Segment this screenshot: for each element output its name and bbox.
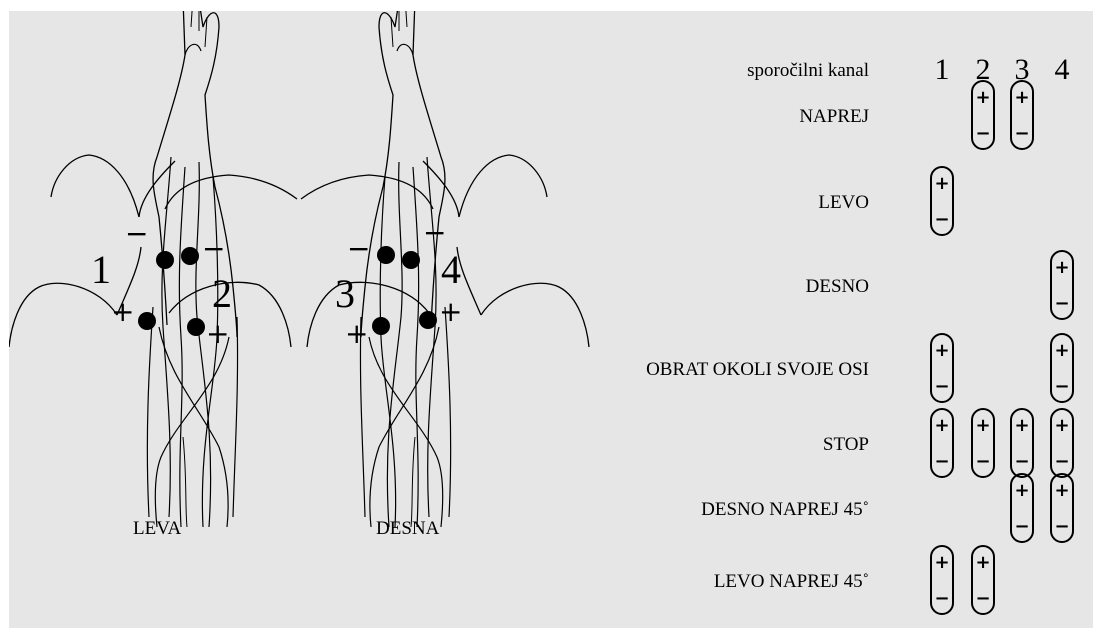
electrode-pill-ch1: +− [931, 334, 953, 402]
electrode-1-minus [156, 251, 174, 269]
pill-plus-sign: + [1054, 257, 1069, 278]
pill-plus-sign: + [934, 173, 949, 194]
electrode-pill-ch4: +− [1051, 409, 1073, 477]
row-label: OBRAT OKOLI SVOJE OSI [646, 359, 869, 380]
table-header-label: sporočilni kanal [747, 60, 869, 81]
electrode-pill-ch3: +− [1011, 409, 1033, 477]
left-arm: − − + + 1 2 LEVA [9, 11, 297, 539]
row-label: LEVO NAPREJ 45˚ [714, 571, 869, 592]
electrode-pill-ch4: +− [1051, 251, 1073, 319]
pill-minus-sign: − [1014, 123, 1029, 144]
pill-plus-sign: + [1054, 340, 1069, 361]
electrode-2-plus [187, 318, 205, 336]
pill-minus-sign: − [934, 376, 949, 397]
electrode-pill-ch3: +− [1011, 81, 1033, 149]
arm-label-leva: LEVA [133, 518, 181, 539]
pill-minus-sign: − [1054, 293, 1069, 314]
table-row: DESNO NAPREJ 45˚+−+− [701, 474, 1073, 542]
pill-minus-sign: − [1014, 516, 1029, 537]
pill-plus-sign: + [934, 552, 949, 573]
channel-number-3: 3 [335, 271, 355, 316]
pill-minus-sign: − [1054, 451, 1069, 472]
pill-plus-sign: + [1014, 87, 1029, 108]
electrode-4-minus [402, 251, 420, 269]
pill-minus-sign: − [975, 588, 990, 609]
electrode-pill-ch1: +− [931, 546, 953, 614]
electrode-4-plus [419, 311, 437, 329]
pill-minus-sign: − [975, 451, 990, 472]
pill-minus-sign: − [934, 588, 949, 609]
pill-plus-sign: + [1054, 480, 1069, 501]
row-label: LEVO [818, 192, 869, 213]
pill-plus-sign: + [934, 415, 949, 436]
pill-minus-sign: − [934, 451, 949, 472]
pill-plus-sign: + [975, 552, 990, 573]
row-label: DESNO NAPREJ 45˚ [701, 499, 869, 520]
pill-plus-sign: + [975, 87, 990, 108]
row-label: DESNO [806, 276, 869, 297]
channel-number-1: 1 [91, 247, 111, 292]
pill-minus-sign: − [975, 123, 990, 144]
arm-label-desna: DESNA [376, 518, 440, 539]
pill-plus-sign: + [1014, 415, 1029, 436]
electrode-2-minus-sign: − [202, 232, 225, 265]
channel-header-1: 1 [935, 53, 950, 86]
electrode-pill-ch4: +− [1051, 334, 1073, 402]
electrode-pill-ch1: +− [931, 167, 953, 235]
table-row: LEVO+− [818, 167, 953, 235]
electrode-pill-ch3: +− [1011, 474, 1033, 542]
electrode-2-minus [181, 247, 199, 265]
electrode-pill-ch2: +− [972, 546, 994, 614]
emg-control-diagram: − − + + 1 2 LEVA − − + + 3 4 DESNA sporo… [9, 11, 1093, 628]
table-row: OBRAT OKOLI SVOJE OSI+−+− [646, 334, 1073, 402]
electrode-pill-ch2: +− [972, 81, 994, 149]
pill-minus-sign: − [1054, 516, 1069, 537]
table-row: LEVO NAPREJ 45˚+−+− [714, 546, 994, 614]
electrode-4-minus-sign: − [423, 216, 446, 249]
pill-plus-sign: + [975, 415, 990, 436]
pill-plus-sign: + [934, 340, 949, 361]
pill-plus-sign: + [1054, 415, 1069, 436]
channel-number-2: 2 [212, 271, 232, 316]
table-row: NAPREJ+−+− [799, 81, 1033, 149]
electrode-1-minus-sign: − [125, 217, 148, 250]
electrode-1-plus-sign: + [111, 295, 134, 328]
pill-minus-sign: − [934, 209, 949, 230]
row-label: STOP [823, 434, 869, 455]
electrode-pill-ch1: +− [931, 409, 953, 477]
electrode-3-minus [377, 246, 395, 264]
electrode-1-plus [138, 312, 156, 330]
electrode-4-plus-sign: + [439, 295, 462, 328]
electrode-2-plus-sign: + [206, 317, 229, 350]
figure-panel: − − + + 1 2 LEVA − − + + 3 4 DESNA sporo… [9, 11, 1093, 628]
electrode-pill-ch2: +− [972, 409, 994, 477]
row-label: NAPREJ [799, 106, 869, 127]
right-arm: − − + + 3 4 DESNA [301, 11, 589, 539]
table-row: DESNO+− [806, 251, 1073, 319]
channel-header-4: 4 [1055, 53, 1070, 86]
electrode-3-plus [372, 317, 390, 335]
pill-minus-sign: − [1054, 376, 1069, 397]
pill-plus-sign: + [1014, 480, 1029, 501]
channel-number-4: 4 [441, 247, 461, 292]
pill-minus-sign: − [1014, 451, 1029, 472]
electrode-pill-ch4: +− [1051, 474, 1073, 542]
electrode-3-minus-sign: − [347, 232, 370, 265]
electrode-3-plus-sign: + [345, 317, 368, 350]
table-row: STOP+−+−+−+− [823, 409, 1073, 477]
